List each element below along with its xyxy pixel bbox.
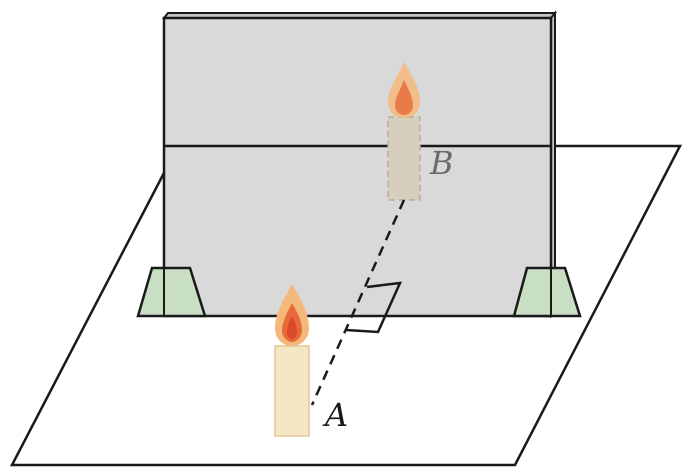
glass-plate bbox=[161, 10, 558, 319]
right-angle-mark bbox=[345, 281, 403, 334]
symmetry-dashed-line bbox=[310, 199, 406, 406]
glass-face bbox=[162, 16, 553, 318]
candle-a-body bbox=[274, 345, 310, 437]
left-stand bbox=[136, 266, 207, 318]
label-b: B bbox=[429, 144, 454, 182]
candle-image-body bbox=[387, 116, 421, 201]
label-a: A bbox=[322, 396, 348, 434]
candle-image-flame-inner bbox=[395, 80, 413, 115]
candle-a-flame-core bbox=[287, 316, 297, 339]
candle-a bbox=[274, 284, 310, 437]
right-stand bbox=[512, 266, 582, 318]
